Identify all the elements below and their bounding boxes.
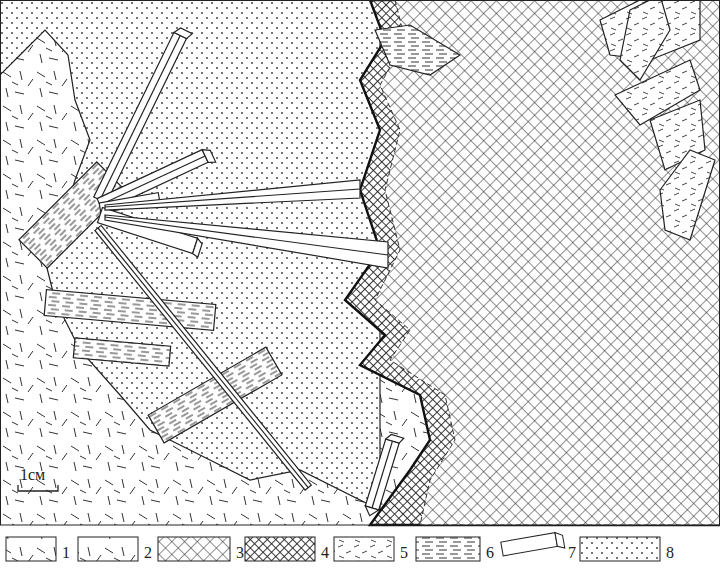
swatch-2 <box>78 537 138 561</box>
swatch-8 <box>580 537 660 561</box>
legend-number: 5 <box>400 545 408 561</box>
legend-number: 3 <box>236 545 244 561</box>
swatch-3 <box>158 537 230 561</box>
dotted-region-8 <box>0 0 410 525</box>
scale-bar <box>18 485 58 491</box>
legend-number: 8 <box>666 545 674 561</box>
legend-swatches <box>6 531 660 561</box>
radial-aggregate-5 <box>600 0 715 240</box>
swatch-7 <box>501 531 565 559</box>
scale-label: 1см <box>20 467 45 483</box>
dark-rim-4 <box>345 0 720 525</box>
swatch-1 <box>6 537 56 561</box>
legend-number: 1 <box>62 545 70 561</box>
swatch-4 <box>245 537 315 561</box>
swatch-5 <box>334 537 394 561</box>
swatch-6 <box>416 537 480 561</box>
legend-number: 2 <box>144 545 152 561</box>
prism-crystals-7 <box>94 26 404 518</box>
figure-frame <box>1 1 720 526</box>
legend-number: 4 <box>321 545 329 561</box>
legend-number: 7 <box>568 545 576 561</box>
tabular-crystal-6 <box>375 25 460 75</box>
ground-pattern-1 <box>0 0 720 525</box>
legend-number: 6 <box>486 545 494 561</box>
crosshatch-region-3 <box>375 0 720 525</box>
